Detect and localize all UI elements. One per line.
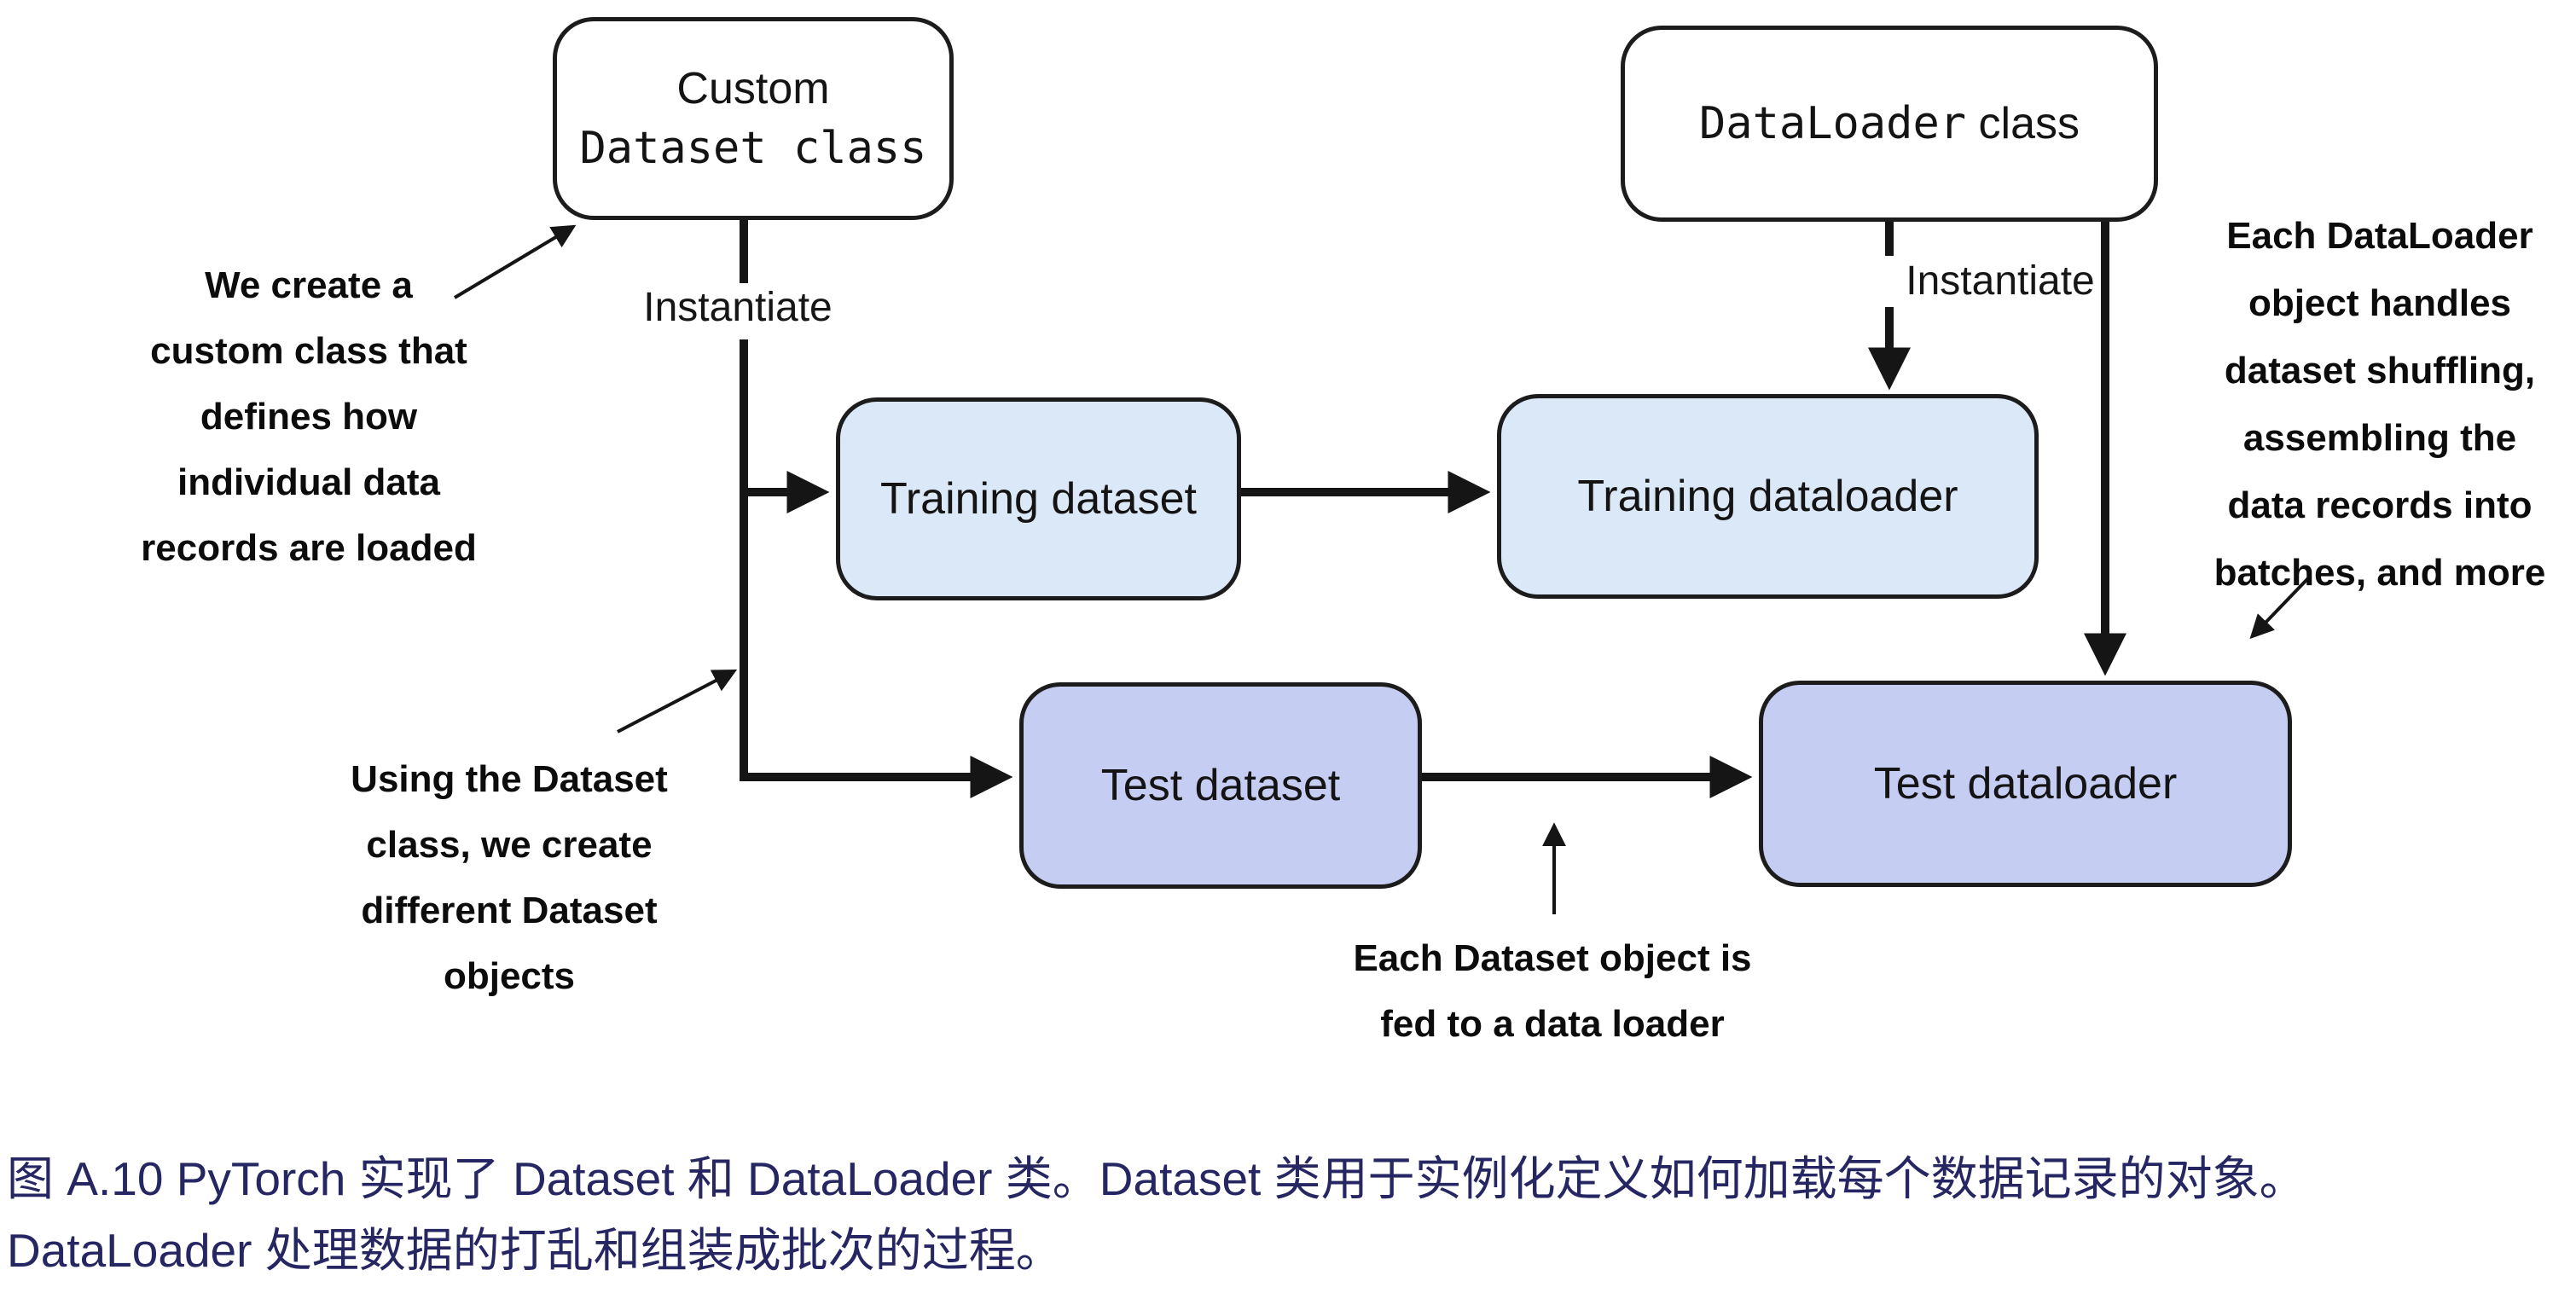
annotation-line: custom class that	[150, 330, 467, 372]
figure-caption-line2: DataLoader 处理数据的打乱和组装成批次的过程。	[7, 1224, 1063, 1277]
instantiate-label-left: Instantiate	[643, 285, 833, 330]
test-dataloader-box: Test dataloader	[1759, 681, 2292, 887]
instantiate-label-right: Instantiate	[1906, 258, 2095, 304]
custom-dataset-class-box: Custom Dataset class	[553, 17, 954, 220]
training-dataloader-box: Training dataloader	[1497, 394, 2039, 599]
custom-dataset-class-label-line2: Dataset class	[579, 123, 927, 174]
custom-dataset-class-label-line1: Custom	[676, 64, 830, 113]
figure-caption: 图 A.10 PyTorch 实现了 Dataset 和 DataLoader …	[7, 1143, 2566, 1286]
annotation-line: individual data	[177, 461, 441, 503]
annotation-fed-to-loader: Each Dataset object is fed to a data loa…	[1348, 925, 1757, 1057]
dataloader-class-box: DataLoader class	[1621, 26, 2158, 222]
dataloader-class-label-rest: class	[1966, 99, 2080, 148]
annotation-line: records are loaded	[141, 527, 477, 569]
training-dataset-box: Training dataset	[836, 397, 1241, 600]
annotation-line: different Dataset	[361, 890, 658, 931]
annotation-line: Each DataLoader	[2226, 215, 2533, 257]
training-dataloader-label: Training dataloader	[1577, 472, 1958, 521]
annotation-line: batches, and more	[2213, 552, 2546, 594]
test-dataloader-label: Test dataloader	[1873, 759, 2178, 809]
annotation-line: assembling the	[2242, 417, 2517, 459]
annotation-line: object handles	[2248, 282, 2512, 324]
dataloader-class-label-code: DataLoader	[1699, 98, 1967, 149]
annotation-line: We create a	[205, 264, 413, 306]
training-dataset-label: Training dataset	[880, 474, 1197, 524]
annotation-line: defines how	[200, 396, 418, 438]
annotation-line: class, we create	[366, 824, 653, 866]
annotation-custom-class: We create a custom class that defines ho…	[121, 252, 496, 581]
annotation-line: fed to a data loader	[1380, 1003, 1725, 1045]
annotation-line: dataset shuffling,	[2224, 350, 2536, 391]
annotation-line: Each Dataset object is	[1353, 937, 1752, 979]
test-dataset-label: Test dataset	[1100, 761, 1341, 810]
figure-caption-line1: 图 A.10 PyTorch 实现了 Dataset 和 DataLoader …	[7, 1152, 2306, 1205]
annotation-dataset-objects: Using the Dataset class, we create diffe…	[322, 746, 697, 1009]
annotation-line: objects	[443, 955, 576, 997]
annotation-dataloader-handles: Each DataLoader object handles dataset s…	[2184, 202, 2576, 606]
annotation-line: Using the Dataset	[351, 758, 668, 800]
dataloader-class-label: DataLoader class	[1699, 94, 2080, 154]
test-dataset-box: Test dataset	[1019, 682, 1422, 889]
annotation-line: data records into	[2227, 484, 2532, 526]
